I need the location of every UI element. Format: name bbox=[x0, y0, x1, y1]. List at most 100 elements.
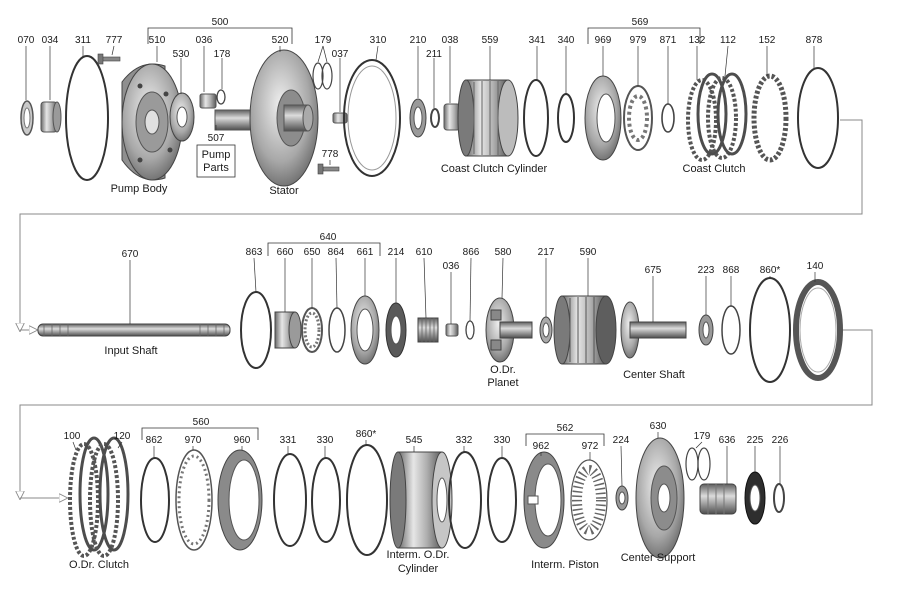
part-number-878: 878 bbox=[806, 35, 823, 46]
part-number-179-row3: 179 bbox=[694, 431, 711, 442]
part-number-037: 037 bbox=[332, 49, 349, 60]
part-331-seal bbox=[273, 453, 307, 547]
label-od-planet-line1: O.Dr. bbox=[490, 364, 516, 376]
part-number-979: 979 bbox=[630, 35, 647, 46]
part-number-226: 226 bbox=[772, 435, 789, 446]
label-interm-cylinder-line2: Cylinder bbox=[398, 563, 439, 575]
label-interm-piston: Interm. Piston bbox=[531, 559, 599, 571]
part-559-coast-clutch-cylinder bbox=[457, 79, 519, 157]
group-560-bracket bbox=[141, 427, 259, 440]
part-number-970: 970 bbox=[185, 435, 202, 446]
part-860-seal-row3 bbox=[346, 444, 388, 556]
part-number-132: 132 bbox=[689, 35, 706, 46]
row-3-part-labels: O.Dr. Clutch Interm. O.Dr. Cylinder Inte… bbox=[69, 549, 695, 575]
part-510-pump-body bbox=[121, 63, 183, 181]
part-number-860-row2: 860* bbox=[760, 265, 781, 276]
label-pump-parts-line2: Parts bbox=[203, 162, 229, 174]
part-860-seal-row2 bbox=[749, 277, 791, 383]
part-871-snap-ring bbox=[661, 103, 675, 133]
part-number-211: 211 bbox=[426, 49, 442, 60]
part-034-bushing bbox=[40, 101, 62, 133]
part-number-972: 972 bbox=[582, 441, 599, 452]
label-center-shaft: Center Shaft bbox=[623, 369, 685, 381]
row-2-part-labels: Input Shaft O.Dr. Planet Center Shaft bbox=[104, 345, 684, 389]
part-545-interm-od-cylinder bbox=[389, 451, 453, 549]
part-590-ring-gear bbox=[553, 295, 617, 365]
part-777-bolt bbox=[97, 53, 121, 65]
group-569-bracket bbox=[587, 27, 701, 44]
part-number-969: 969 bbox=[595, 35, 612, 46]
part-number-179: 179 bbox=[315, 35, 332, 46]
group-640-bracket bbox=[267, 242, 381, 256]
part-979-return-spring bbox=[623, 85, 653, 151]
row-2-leader-lines bbox=[129, 257, 816, 324]
group-562-bracket bbox=[525, 433, 605, 446]
part-number-223: 223 bbox=[698, 265, 715, 276]
part-223-washer bbox=[698, 314, 714, 346]
part-178-o-ring bbox=[216, 89, 226, 105]
part-970-return-spring bbox=[175, 449, 213, 551]
part-610-sun-gear bbox=[417, 317, 439, 343]
part-225-thrust-washer bbox=[744, 471, 766, 525]
part-number-778: 778 bbox=[322, 149, 339, 160]
part-number-330-a: 330 bbox=[317, 435, 334, 446]
part-number-520: 520 bbox=[272, 35, 289, 46]
part-number-036: 036 bbox=[196, 35, 213, 46]
part-862-snap-ring bbox=[140, 457, 170, 543]
part-972-return-spring bbox=[570, 459, 608, 541]
part-100-120-od-clutch bbox=[68, 436, 130, 558]
part-number-777: 777 bbox=[106, 35, 123, 46]
part-number-038: 038 bbox=[442, 35, 459, 46]
label-coast-clutch-cylinder: Coast Clutch Cylinder bbox=[441, 163, 548, 175]
part-650-bearing bbox=[301, 307, 323, 353]
label-od-planet-line2: Planet bbox=[487, 377, 518, 389]
part-778-bolt bbox=[317, 163, 340, 175]
group-number-640: 640 bbox=[320, 232, 337, 243]
flow-line-row2-to-row3 bbox=[20, 329, 873, 498]
part-number-152: 152 bbox=[759, 35, 776, 46]
group-number-562: 562 bbox=[557, 423, 574, 434]
flow-arrows bbox=[20, 119, 873, 498]
part-number-610: 610 bbox=[416, 247, 433, 258]
part-number-225: 225 bbox=[747, 435, 764, 446]
part-660-ring-gear bbox=[274, 311, 302, 349]
part-636-sleeve bbox=[699, 483, 737, 515]
label-pump-body: Pump Body bbox=[111, 183, 168, 195]
part-number-590: 590 bbox=[580, 247, 597, 258]
part-number-224: 224 bbox=[613, 435, 630, 446]
part-number-545: 545 bbox=[406, 435, 423, 446]
part-number-214: 214 bbox=[388, 247, 405, 258]
part-number-864: 864 bbox=[328, 247, 345, 258]
row-1-leader-lines bbox=[25, 45, 815, 165]
row-2-input-and-overdrive: 670 863 660 650 864 661 214 610 036 866 … bbox=[37, 232, 843, 389]
part-number-962: 962 bbox=[533, 441, 550, 452]
part-number-675: 675 bbox=[645, 265, 662, 276]
part-864-snap-ring bbox=[328, 307, 346, 353]
part-962-interm-piston bbox=[523, 451, 565, 549]
part-number-866: 866 bbox=[463, 247, 480, 258]
row-1-part-numbers: 070 034 311 777 510 530 036 178 520 179 … bbox=[18, 17, 823, 160]
part-number-661: 661 bbox=[357, 247, 374, 258]
part-132-112-clutch-plates bbox=[686, 72, 748, 162]
label-stator: Stator bbox=[269, 185, 299, 197]
part-number-070: 070 bbox=[18, 35, 35, 46]
row-3-overdrive-clutch-and-support: 100 120 862 970 960 331 330 860* 545 332… bbox=[64, 417, 789, 575]
part-number-341: 341 bbox=[529, 35, 546, 46]
part-number-559: 559 bbox=[482, 35, 499, 46]
part-number-310: 310 bbox=[370, 35, 387, 46]
part-878-snap-ring bbox=[797, 67, 839, 169]
part-670-input-shaft bbox=[37, 323, 231, 337]
part-340-seal bbox=[557, 93, 575, 143]
part-226-washer bbox=[773, 483, 785, 513]
part-036-bushing bbox=[199, 93, 217, 109]
part-number-340: 340 bbox=[558, 35, 575, 46]
row-3-part-numbers: 100 120 862 970 960 331 330 860* 545 332… bbox=[64, 417, 789, 452]
part-224-washer bbox=[615, 485, 629, 511]
group-500-bracket bbox=[147, 27, 293, 44]
part-number-217: 217 bbox=[538, 247, 555, 258]
part-332-seal bbox=[448, 451, 482, 549]
part-number-510: 510 bbox=[149, 35, 166, 46]
part-number-330-b: 330 bbox=[494, 435, 511, 446]
flow-line-row1-to-row2 bbox=[20, 119, 863, 330]
